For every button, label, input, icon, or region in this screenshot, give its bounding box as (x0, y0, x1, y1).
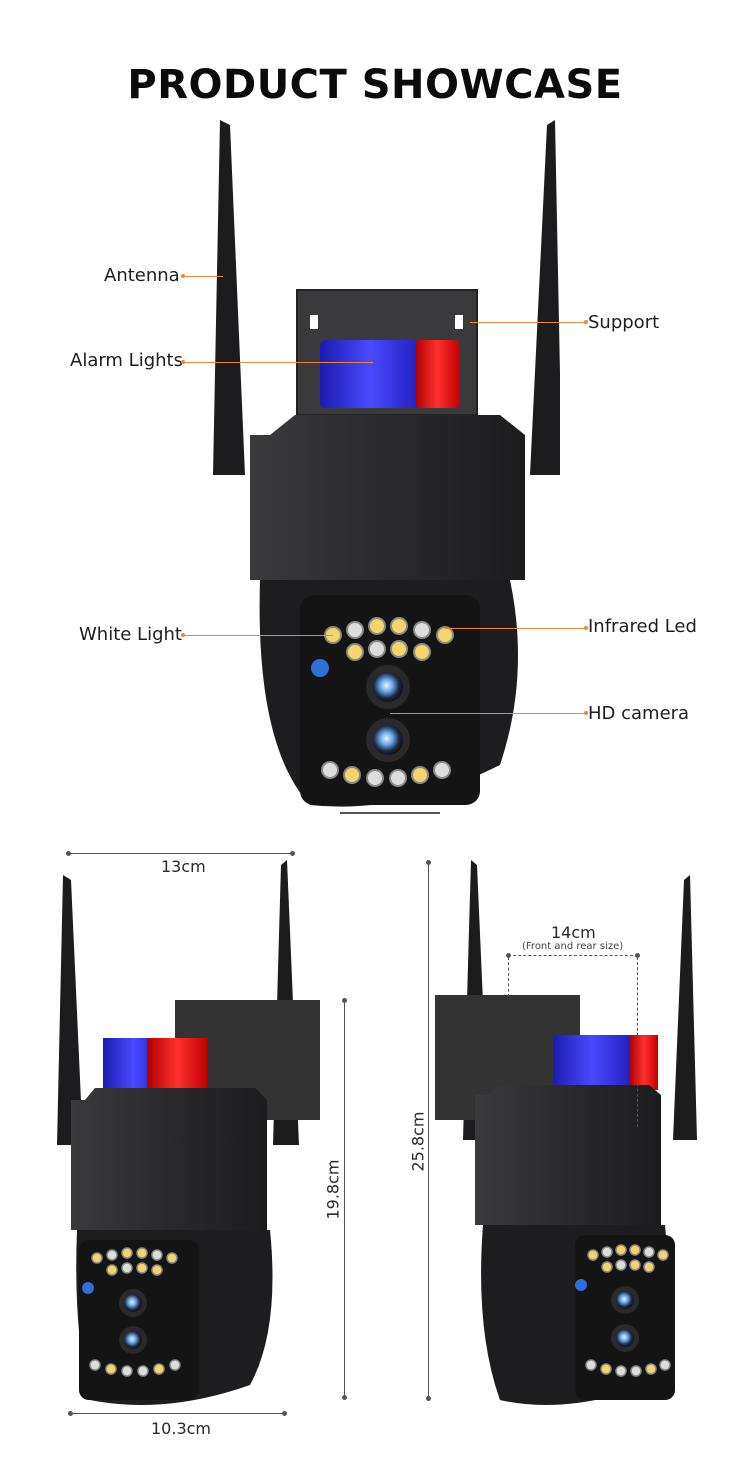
left-dimension-illustration (57, 860, 320, 1405)
callout-infrared-led: Infrared Led (588, 616, 697, 637)
dim-left-width-top: 13cm (161, 857, 206, 876)
callout-support: Support (588, 312, 660, 333)
page-title: PRODUCT SHOWCASE (127, 62, 623, 108)
dim-right-depth: 14cm (551, 923, 596, 942)
alarm-light-red (415, 340, 460, 408)
right-dimension-illustration (435, 860, 697, 1405)
led-array (321, 617, 454, 787)
dim-left-height: 19.8cm (323, 1159, 343, 1220)
dim-left-width-bottom: 10.3cm (151, 1419, 212, 1438)
dim-right-depth-note: (Front and rear size) (522, 941, 624, 952)
callout-antenna: Antenna (104, 265, 180, 286)
alarm-light-blue (320, 340, 420, 408)
left-antenna (213, 120, 245, 475)
main-camera-illustration (213, 120, 560, 814)
dim-right-height: 25.8cm (408, 1111, 428, 1172)
callout-alarm-lights: Alarm Lights (70, 350, 183, 371)
callout-white-light: White Light (79, 624, 182, 645)
right-antenna (530, 120, 560, 475)
callout-hd-camera: HD camera (588, 703, 690, 724)
